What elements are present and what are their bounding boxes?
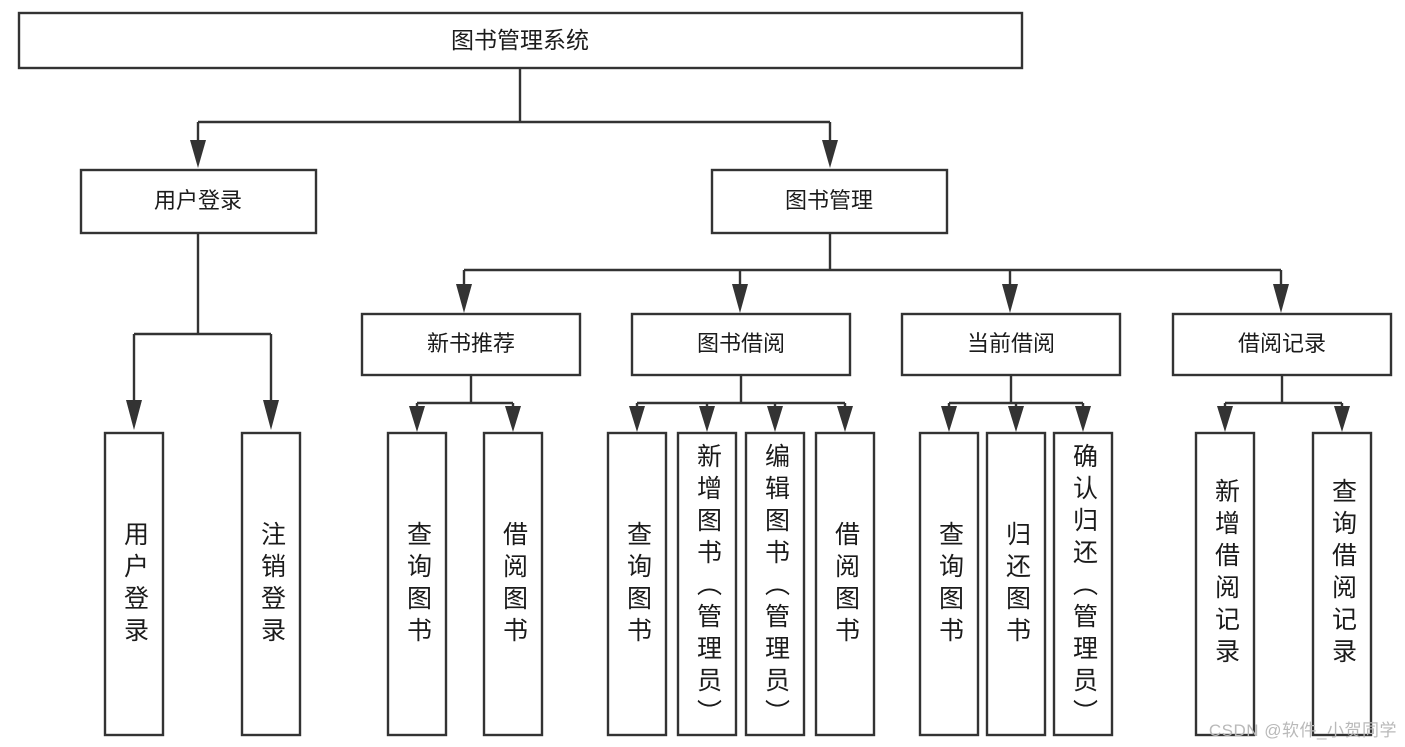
node-book-management-box[interactable] (710, 168, 949, 235)
arrow-head-leaf-user-login (126, 400, 142, 430)
node-current-borrow-box[interactable] (900, 312, 1122, 377)
node-book-borrow-label: 图书借阅 (697, 331, 785, 356)
connector-current-borrow-to-leaves (941, 375, 1091, 432)
arrow-head-leaf-logout (263, 400, 279, 430)
node-user-login-label: 用户登录 (154, 188, 242, 213)
leaf-return-book-box[interactable] (985, 431, 1047, 737)
node-current-borrow-label: 当前借阅 (967, 331, 1055, 356)
leaf-edit-book-box[interactable] (744, 431, 806, 737)
leaf-logout-login-box[interactable] (240, 431, 302, 737)
csdn-watermark: CSDN @软件_小贺同学 (1208, 721, 1397, 740)
leaf-add-record-box[interactable] (1194, 431, 1256, 737)
arrow-head-leaf-query-book-1 (409, 406, 425, 432)
connector-borrow-record-to-leaves (1217, 375, 1350, 432)
arrow-head-current-borrow (1002, 284, 1018, 313)
arrow-head-leaf-borrow-book-1 (505, 406, 521, 432)
leaf-add-book-box[interactable] (676, 431, 738, 737)
leaf-confirm-return-box[interactable] (1052, 431, 1114, 737)
node-new-book-recommend-box[interactable] (360, 312, 582, 377)
arrow-head-leaf-confirm-return (1075, 406, 1091, 432)
arrow-head-book-borrow (732, 284, 748, 313)
connector-book-management-to-level3 (456, 233, 1289, 313)
node-book-borrow[interactable]: 图书借阅 (630, 312, 852, 377)
arrow-head-leaf-query-record (1334, 406, 1350, 432)
connector-book-borrow-to-leaves (629, 375, 853, 432)
leaf-boxes (103, 431, 1373, 737)
arrow-head-borrow-record (1273, 284, 1289, 313)
connector-root-to-level2 (190, 68, 838, 168)
node-borrow-record[interactable]: 借阅记录 (1171, 312, 1393, 377)
arrow-head-user-login (190, 140, 206, 168)
arrow-head-leaf-add-book (699, 406, 715, 432)
leaf-borrow-book-2-box[interactable] (814, 431, 876, 737)
arrow-head-leaf-edit-book (767, 406, 783, 432)
leaf-query-book-2-box[interactable] (606, 431, 668, 737)
node-borrow-record-label: 借阅记录 (1238, 331, 1326, 356)
node-user-login-box[interactable] (79, 168, 318, 235)
arrow-head-leaf-query-book-2 (629, 406, 645, 432)
node-root[interactable]: 图书管理系统 (17, 11, 1024, 70)
connector-user-login-to-leaves (126, 233, 279, 430)
node-book-borrow-box[interactable] (630, 312, 852, 377)
node-book-management[interactable]: 图书管理 (710, 168, 949, 235)
node-root-box[interactable] (17, 11, 1024, 70)
arrow-head-leaf-return-book (1008, 406, 1024, 432)
node-new-book-recommend-label: 新书推荐 (427, 331, 515, 356)
connector-new-book-recommend-to-leaves (409, 375, 521, 432)
arrow-head-leaf-borrow-book-2 (837, 406, 853, 432)
arrow-head-new-book-recommend (456, 284, 472, 313)
arrow-head-leaf-query-book-3 (941, 406, 957, 432)
leaf-query-book-1-box[interactable] (386, 431, 448, 737)
arrow-head-leaf-add-record (1217, 406, 1233, 432)
leaf-user-login-box[interactable] (103, 431, 165, 737)
arrow-head-book-management (822, 140, 838, 168)
leaf-borrow-book-1-box[interactable] (482, 431, 544, 737)
node-new-book-recommend[interactable]: 新书推荐 (360, 312, 582, 377)
node-borrow-record-box[interactable] (1171, 312, 1393, 377)
leaf-query-record-box[interactable] (1311, 431, 1373, 737)
leaf-query-book-3-box[interactable] (918, 431, 980, 737)
node-root-label: 图书管理系统 (451, 27, 589, 53)
node-book-management-label: 图书管理 (785, 188, 873, 213)
node-user-login[interactable]: 用户登录 (79, 168, 318, 235)
node-current-borrow[interactable]: 当前借阅 (900, 312, 1122, 377)
